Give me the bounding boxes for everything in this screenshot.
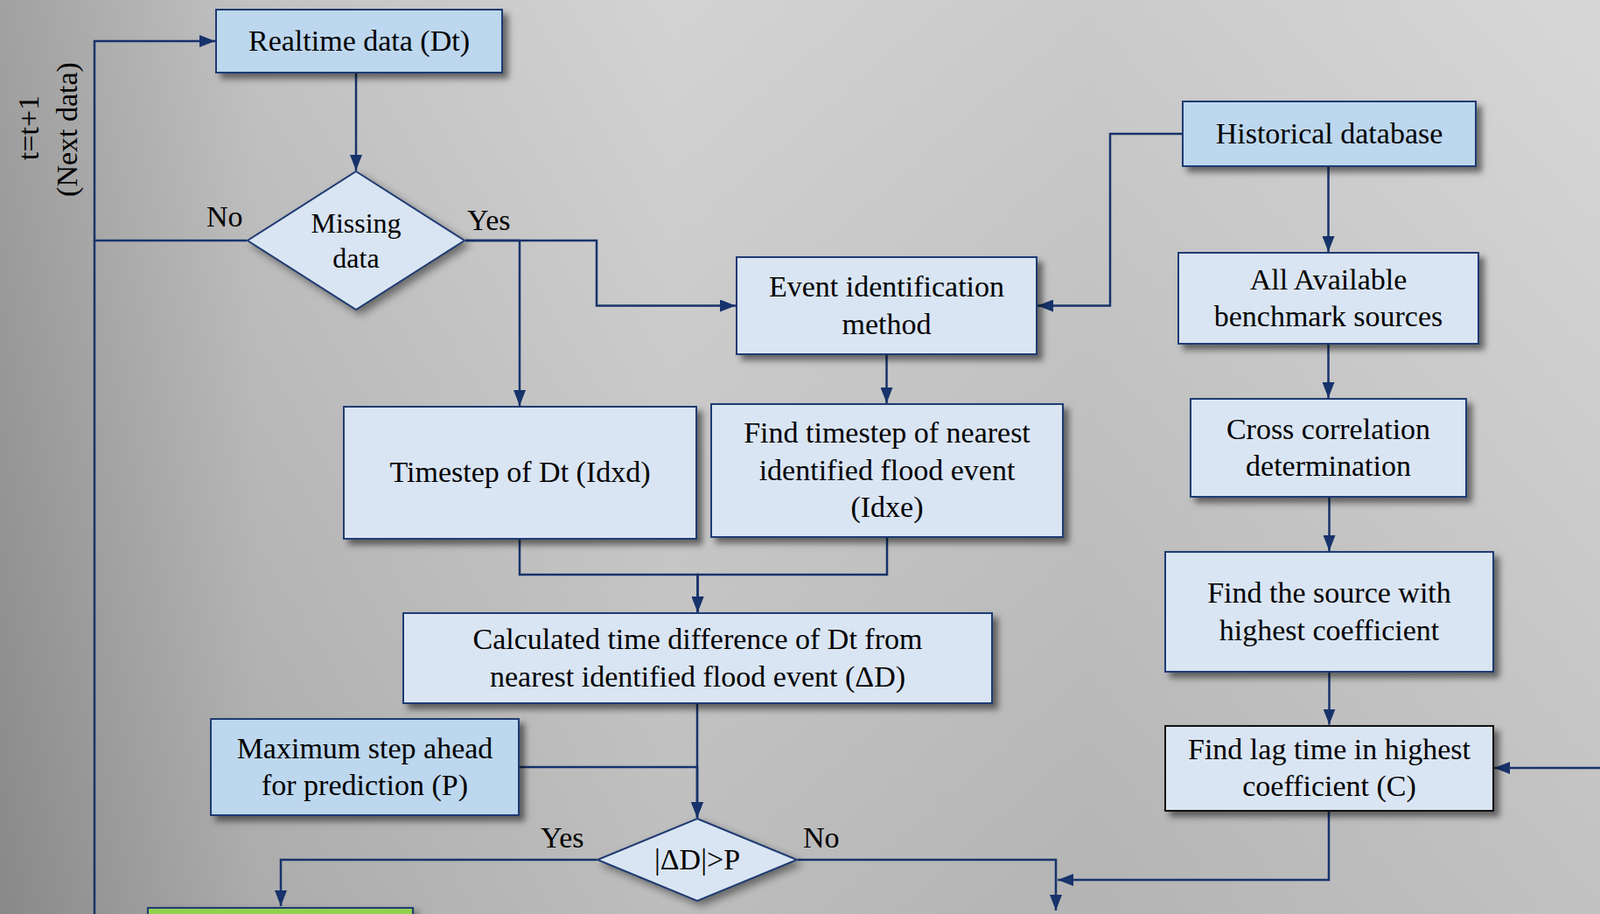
text-group: All Available benchmark sources: [1191, 261, 1466, 336]
process-box: Find timestep of nearest identified floo…: [710, 403, 1064, 538]
flow-arrow: [465, 240, 520, 406]
text-group: Missing data: [294, 205, 418, 276]
process-box: Maximum step ahead for prediction (P): [209, 718, 520, 817]
process-box: Event identification method: [735, 256, 1038, 356]
node-text: Timestep of Dt (Idxd): [389, 454, 650, 492]
process-box: Cross correlation determination: [1189, 398, 1468, 498]
loop-line: [93, 240, 97, 914]
node-text: Find lag time in highest coefficient (C): [1178, 731, 1481, 806]
node-text: Find timestep of nearest identified floo…: [724, 414, 1050, 527]
flow-arrow: [1327, 672, 1331, 726]
text-group: Event identification method: [749, 268, 1024, 343]
flow-arrow: [1327, 344, 1330, 399]
node-text: Find the source with highest coefficient: [1178, 574, 1481, 650]
node-text: Historical database: [1215, 115, 1444, 154]
flow-arrow: [355, 73, 358, 171]
flow-arrow: [1327, 497, 1331, 552]
diamond-shape: [597, 818, 797, 902]
node-text: Cross correlation determination: [1203, 411, 1454, 486]
yes-branch: [280, 859, 597, 907]
no-branch: [797, 859, 1056, 911]
loop-note: t=t+1: [11, 95, 48, 161]
process-box: Find the source with highest coefficient: [1164, 551, 1495, 673]
decision-diamond: Missing data: [246, 170, 466, 311]
branch-label: Yes: [540, 820, 584, 857]
text-group: Calculated time difference of Dt from ne…: [439, 621, 957, 696]
flow-arrow: [1327, 167, 1330, 252]
flow-arrow: [519, 539, 699, 613]
flow-arrow: [885, 355, 888, 404]
text-group: Realtime data (Dt): [248, 22, 470, 61]
branch-label: No: [206, 199, 244, 236]
flow-arrow: [1037, 133, 1182, 307]
flow-arrow: [698, 537, 888, 613]
process-box: Timestep of Dt (Idxd): [342, 405, 698, 540]
text-group: Find timestep of nearest identified floo…: [724, 414, 1050, 527]
text-group: Find the source with highest coefficient: [1178, 574, 1481, 650]
node-text: All Available benchmark sources: [1191, 261, 1466, 336]
node-text: |ΔD|>P: [654, 841, 741, 880]
node-text: Maximum step ahead for prediction (P): [223, 730, 506, 805]
text-group: |ΔD|>P: [654, 841, 741, 880]
decision-diamond: |ΔD|>P: [596, 817, 798, 902]
process-box: All Available benchmark sources: [1177, 251, 1480, 345]
branch-label: Yes: [467, 202, 511, 239]
node-text: Calculated time difference of Dt from ne…: [439, 621, 957, 696]
text-group: Find lag time in highest coefficient (C): [1178, 731, 1481, 806]
diamond-shape: [247, 171, 465, 310]
text-group: Cross correlation determination: [1203, 411, 1454, 486]
loop-note: (Next data): [49, 62, 86, 197]
text-group: Historical database: [1215, 115, 1444, 154]
input-arrow: [1494, 767, 1600, 770]
node-text: Realtime data (Dt): [248, 22, 470, 61]
flow-arrow: [465, 240, 736, 307]
text-group: Timestep of Dt (Idxd): [389, 454, 650, 492]
process-box: Find lag time in highest coefficient (C): [1164, 725, 1495, 812]
text-group: Maximum step ahead for prediction (P): [223, 730, 506, 805]
result-box: [147, 908, 413, 914]
branch-label: No: [803, 820, 840, 857]
process-box: Realtime data (Dt): [215, 8, 504, 74]
process-box: Calculated time difference of Dt from ne…: [402, 612, 993, 705]
flow-arrow: [519, 767, 698, 818]
process-box: Historical database: [1181, 100, 1477, 168]
lag-line: [1057, 810, 1329, 881]
node-text: Missing data: [294, 205, 418, 276]
diamond-outline: [246, 170, 466, 311]
node-text: Event identification method: [749, 268, 1024, 343]
